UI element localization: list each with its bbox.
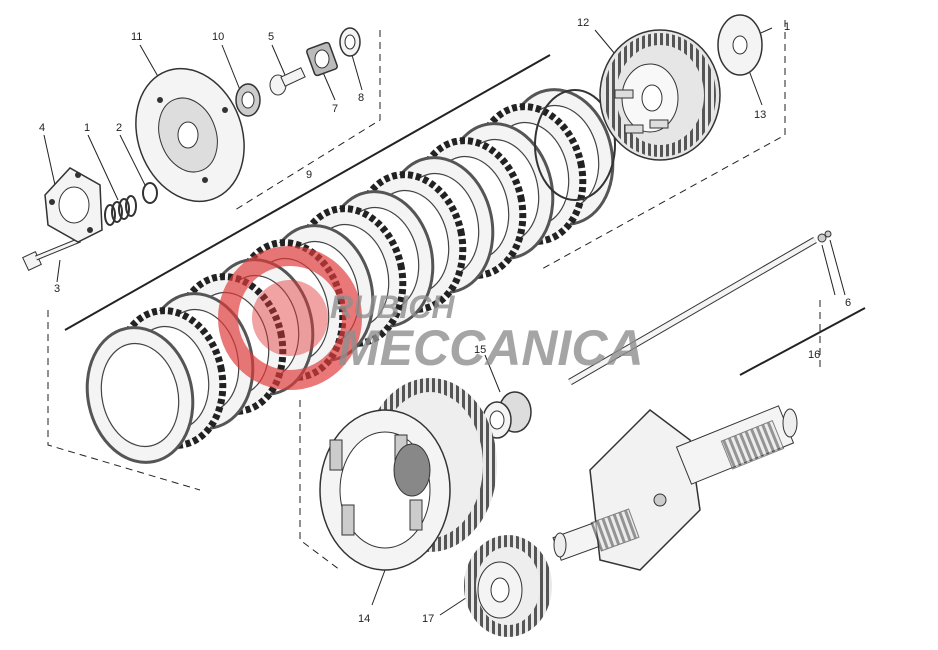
callout-7: 7	[332, 103, 338, 115]
bearing-part	[235, 83, 261, 117]
leader-lines	[43, 27, 846, 616]
primary-gear-part	[464, 535, 552, 637]
callout-6: 6	[845, 297, 851, 309]
callout-13: 13	[754, 109, 766, 121]
callout-16: 16	[808, 349, 820, 361]
watermark-line2: MECCANICA	[338, 320, 644, 376]
clutch-plate	[85, 326, 195, 464]
callout-3: 3	[54, 283, 60, 295]
callout-1: 1	[84, 122, 90, 134]
callout-4: 4	[39, 122, 45, 134]
long-pushrod-part	[568, 230, 832, 386]
callout-9: 9	[306, 169, 312, 181]
wire-ring	[534, 89, 616, 201]
clutch-hub-part	[599, 29, 721, 161]
pressure-plate-part	[135, 67, 245, 203]
pushrod-part	[269, 67, 306, 96]
cover-plate-part	[44, 167, 103, 243]
callout-15: 15	[474, 344, 486, 356]
ring-part	[142, 182, 158, 204]
watermark-line1: RUBICH	[330, 289, 455, 325]
callout-14: 14	[358, 613, 370, 625]
callout-10: 10	[212, 31, 224, 43]
spring-part	[104, 195, 137, 226]
bushing-part	[482, 391, 532, 439]
thrust-washer-part	[717, 14, 763, 76]
group-bracket-lines	[64, 54, 866, 376]
watermark-logo	[218, 246, 362, 390]
bolt-part	[22, 237, 81, 271]
nut-part	[306, 41, 338, 77]
clutch-basket-part	[319, 378, 497, 571]
callout-12: 12	[577, 17, 589, 29]
assembly-guides	[47, 20, 821, 571]
callout-11: 11	[131, 31, 142, 43]
callout-labels: 1 2 3 4 5 6 7 8 9 10 11 12 13 14 15 16 1…	[39, 17, 851, 625]
callout-5: 5	[268, 31, 274, 43]
washer-part	[339, 27, 361, 57]
callout-2: 2	[116, 122, 122, 134]
callout-8: 8	[358, 92, 364, 104]
callout-17: 17	[422, 613, 434, 625]
watermark: RUBICH MECCANICA	[218, 246, 644, 390]
callout-1-right: 1	[784, 21, 790, 33]
crankshaft-part	[552, 405, 798, 571]
